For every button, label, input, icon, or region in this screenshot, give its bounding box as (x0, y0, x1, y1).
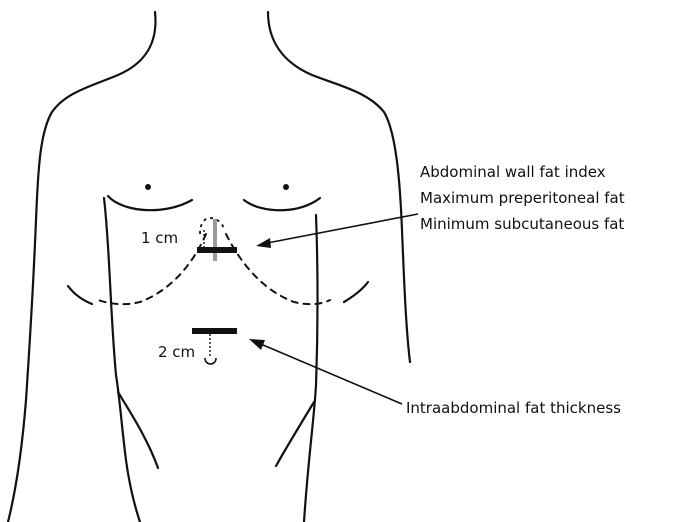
left-waist (118, 392, 158, 468)
upper-label-line-2: Maximum preperitoneal fat (420, 189, 625, 207)
upper-probe-bar (197, 247, 237, 253)
left-inner-arm (104, 198, 140, 522)
lower-distance-label: 2 cm (158, 343, 195, 361)
upper-label-line-3: Minimum subcutaneous fat (420, 215, 624, 233)
lower-probe-bar (192, 328, 237, 334)
left-neck-shoulder (8, 12, 156, 522)
lower-measurement-site: 2 cm (158, 328, 237, 364)
right-neck-shoulder (268, 12, 410, 362)
left-nipple (145, 184, 151, 190)
lower-label: Intraabdominal fat thickness (406, 399, 621, 417)
lower-arrow-line (256, 342, 402, 404)
left-pectoral (108, 196, 192, 210)
upper-distance-label: 1 cm (141, 229, 178, 247)
torso-outline (8, 12, 410, 522)
right-waist (276, 402, 314, 466)
upper-arrow-line (262, 214, 418, 244)
upper-arrowhead (256, 238, 271, 248)
upper-label-line-1: Abdominal wall fat index (420, 163, 606, 181)
left-flank-mark (68, 286, 92, 304)
upper-gray-marker (213, 219, 217, 261)
right-flank-mark (344, 282, 368, 302)
lower-callout: Intraabdominal fat thickness (249, 339, 621, 417)
upper-callout: Abdominal wall fat index Maximum preperi… (256, 163, 625, 248)
right-nipple (283, 184, 289, 190)
navel-icon (205, 358, 216, 364)
right-pectoral (244, 198, 320, 210)
chest (68, 184, 368, 304)
right-inner-arm (304, 215, 318, 522)
right-rib-margin (226, 234, 330, 304)
lower-arrowhead (249, 339, 265, 350)
